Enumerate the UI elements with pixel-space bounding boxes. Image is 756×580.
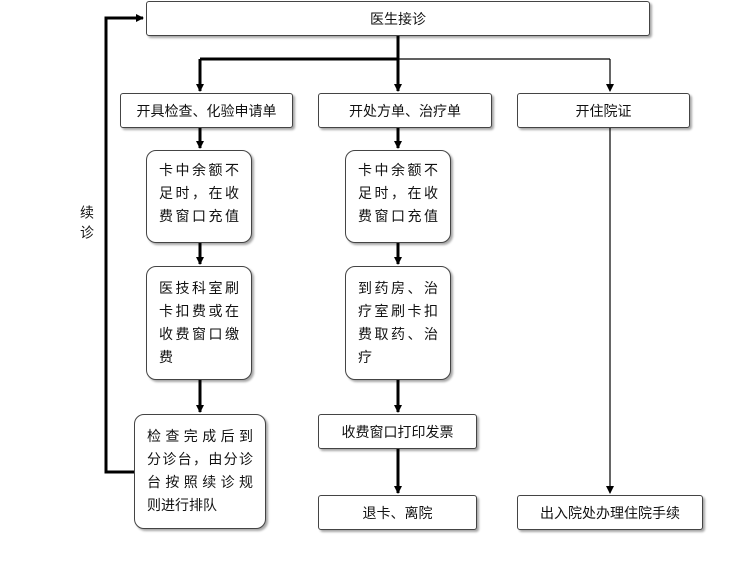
node-recharge-left-line-2: 足时，在收: [159, 186, 239, 202]
node-queue-back-line-4: 则进行排队: [147, 498, 217, 514]
node-pay-dept-line-4: 费: [159, 350, 173, 366]
node-exit: 退卡、离院: [318, 495, 477, 530]
node-reception: 医生接诊: [146, 1, 650, 36]
node-pharmacy-line-1: 到药房、治: [358, 281, 438, 297]
node-pay-dept: 医技科室刷 卡扣费或在 收费窗口缴 费: [146, 266, 252, 380]
node-invoice: 收费窗口打印发票: [318, 414, 477, 449]
node-pharmacy-line-3: 费取药、治: [358, 327, 438, 343]
node-queue-back-line-2: 分诊台，由分诊: [147, 452, 253, 468]
node-pay-dept-line-3: 收费窗口缴: [159, 327, 239, 343]
node-pharmacy: 到药房、治 疗室刷卡扣 费取药、治 疗: [345, 266, 451, 380]
node-pay-dept-line-2: 卡扣费或在: [159, 304, 239, 320]
node-recharge-mid-line-3: 费窗口充值: [358, 209, 438, 225]
node-pay-dept-line-1: 医技科室刷: [159, 281, 239, 297]
node-pharmacy-line-2: 疗室刷卡扣: [358, 304, 438, 320]
node-recharge-left-line-3: 费窗口充值: [159, 209, 239, 225]
loop-label: 续诊: [78, 205, 94, 245]
node-admission: 开住院证: [517, 93, 690, 128]
node-queue-back-line-3: 台按照续诊规: [147, 475, 253, 491]
node-pharmacy-line-4: 疗: [358, 350, 372, 366]
node-exam-request: 开具检查、化验申请单: [120, 93, 293, 128]
node-queue-back-line-1: 检查完成后到: [147, 429, 253, 445]
node-inpatient: 出入院处办理住院手续: [517, 495, 703, 530]
node-recharge-mid: 卡中余额不 足时，在收 费窗口充值: [345, 150, 451, 243]
node-prescription: 开处方单、治疗单: [318, 93, 492, 128]
node-recharge-left: 卡中余额不 足时，在收 费窗口充值: [146, 150, 252, 243]
node-recharge-left-line-1: 卡中余额不: [159, 163, 239, 179]
node-recharge-mid-line-2: 足时，在收: [358, 186, 438, 202]
edge-queue-loop: [104, 14, 144, 474]
node-recharge-mid-line-1: 卡中余额不: [358, 163, 438, 179]
node-queue-back: 检查完成后到 分诊台，由分诊 台按照续诊规 则进行排队: [134, 414, 266, 529]
